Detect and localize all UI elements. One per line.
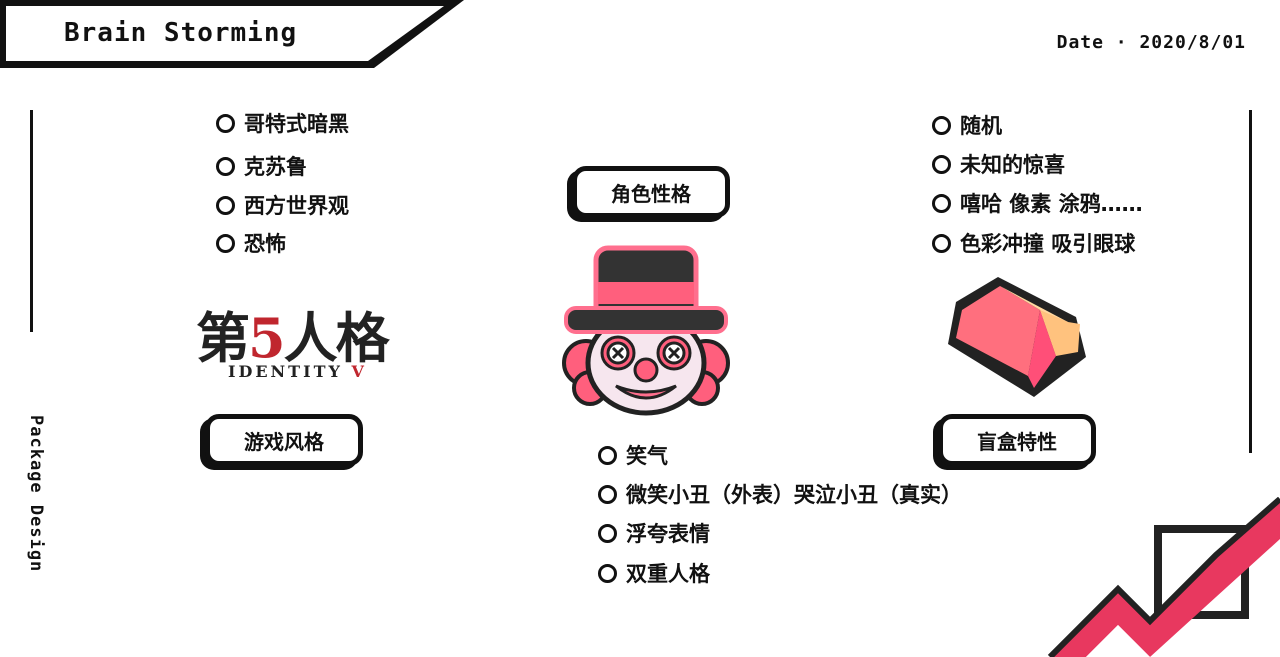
corner-decoration — [1047, 497, 1280, 657]
left-divider-line — [30, 110, 33, 332]
character-list: 笑气 微笑小丑（外表）哭泣小丑（真实） 浮夸表情 双重人格 — [598, 440, 998, 590]
page-title: Brain Storming — [64, 18, 298, 48]
circle-bullet-icon — [598, 484, 617, 504]
cube-icon — [948, 277, 1086, 397]
list-item: 恐怖 — [216, 228, 286, 258]
blind-box-tag: 盲盒特性 — [938, 414, 1096, 466]
identity-v-logo-english: IDENTITY V — [228, 362, 367, 381]
list-item: 随机 — [932, 110, 1002, 140]
blind-box-list: 随机 未知的惊喜 嘻哈 像素 涂鸦…… 色彩冲撞 吸引眼球 — [932, 110, 1192, 260]
list-item: 微笑小丑（外表）哭泣小丑（真实） — [598, 479, 962, 509]
list-item: 色彩冲撞 吸引眼球 — [932, 228, 1135, 258]
circle-bullet-icon — [932, 154, 951, 174]
circle-bullet-icon — [598, 563, 617, 583]
circle-bullet-icon — [216, 156, 235, 176]
package-design-label: Package Design — [26, 415, 46, 573]
circle-bullet-icon — [216, 233, 235, 253]
list-item: 未知的惊喜 — [932, 149, 1065, 179]
circle-bullet-icon — [932, 233, 951, 253]
date-label: Date · 2020/8/01 — [1056, 32, 1246, 53]
circle-bullet-icon — [932, 115, 951, 135]
circle-bullet-icon — [216, 113, 235, 133]
header-banner — [0, 0, 464, 68]
clown-icon — [562, 245, 730, 416]
circle-bullet-icon — [598, 523, 617, 543]
game-style-tag: 游戏风格 — [205, 414, 363, 466]
circle-bullet-icon — [932, 193, 951, 213]
list-item: 哥特式暗黑 — [216, 108, 349, 138]
right-divider-line — [1249, 110, 1252, 453]
list-item: 嘻哈 像素 涂鸦…… — [932, 188, 1143, 218]
list-item: 双重人格 — [598, 558, 710, 588]
circle-bullet-icon — [216, 195, 235, 215]
circle-bullet-icon — [598, 445, 617, 465]
game-style-list: 哥特式暗黑 克苏鲁 西方世界观 恐怖 — [216, 108, 416, 258]
list-item: 浮夸表情 — [598, 518, 710, 548]
identity-v-logo: 第5人格 — [196, 306, 390, 370]
list-item: 西方世界观 — [216, 190, 349, 220]
list-item: 笑气 — [598, 440, 668, 470]
character-personality-tag: 角色性格 — [572, 166, 730, 218]
list-item: 克苏鲁 — [216, 151, 307, 181]
